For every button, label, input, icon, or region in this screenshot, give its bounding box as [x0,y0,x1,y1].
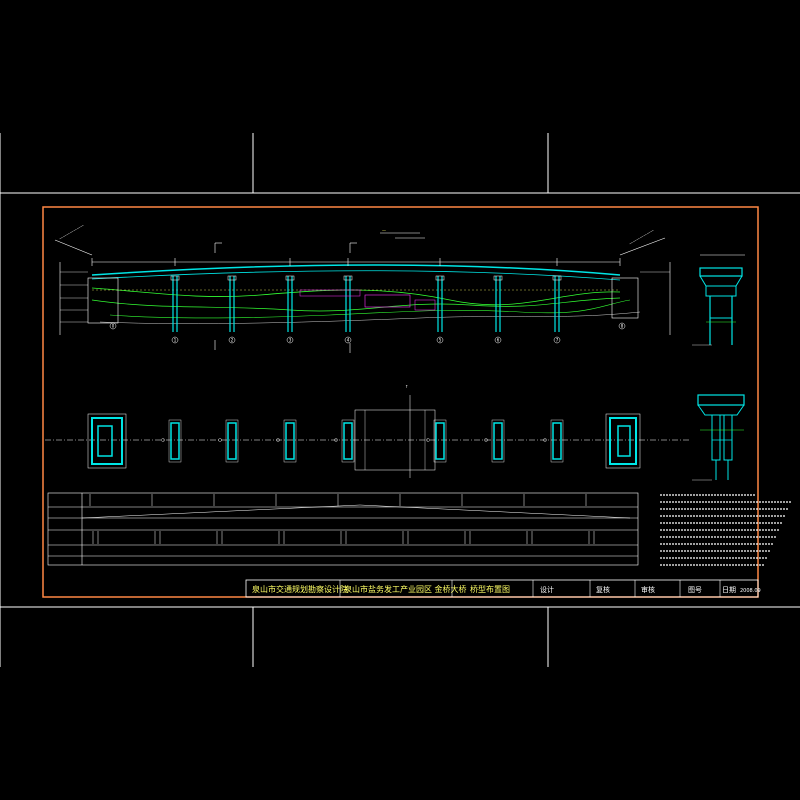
pier-number-label: 1 [174,337,177,342]
plan-pier-outline [433,419,447,463]
plan-marker [426,438,430,442]
midspan-box [364,294,411,308]
elevation-annotation: — [382,228,386,233]
pier-marker-circle [436,336,444,344]
title-block-drawing-no: 图号 [688,586,702,594]
left-abutment-slope [54,239,93,256]
plan-marker [276,438,280,442]
right-abutment-slope [619,237,666,256]
title-block-date-label: 日期 [722,586,736,594]
left-abutment [87,277,119,324]
title-block-approve: 审核 [641,585,655,594]
plan-left-abutment [87,413,127,469]
pier-number-label: 3 [289,337,292,342]
deck-top-line [91,264,621,276]
pier-number-label: 4 [347,337,350,342]
plan-marker [543,438,547,442]
pier-cap [227,275,237,281]
title-block-design: 设计 [540,585,554,594]
svg-text:———————: ——————— [58,223,85,241]
section-markers [214,242,357,353]
plan-north-label: ↑ [405,384,408,389]
pier-marker-circle [228,336,236,344]
pier-marker-circle [344,336,352,344]
pier-marker-circle [553,336,561,344]
pier-number-label: 2 [231,337,234,342]
plan-pier-outline [283,419,297,463]
pier-number-label: 5 [439,337,442,342]
cross-section-2 [692,394,745,481]
plan-pier-outline [491,419,505,463]
elevation-piers [170,275,562,332]
plan-piers [161,419,564,463]
plan-pier-outline [168,419,182,463]
plan-marker [484,438,488,442]
pier-marker-circle [286,336,294,344]
plan-right-abutment [605,413,641,469]
pier-number-markers: 0 1 2 3 4 5 6 7 8 [109,322,626,344]
ground-line-3 [109,299,631,319]
table-ticks [89,494,595,544]
pier-cap [170,275,180,281]
title-block-date-value: 2008.09 [740,588,761,594]
plan-pier-outline [550,419,564,463]
pier-number-label: 0 [112,323,115,328]
plan-pier-outline [341,419,355,463]
pier-number-label: 7 [556,337,559,342]
deck-bottom-line [91,270,621,281]
plan-pier [285,422,295,460]
pier-cap [435,275,445,281]
cross-section-1 [692,254,745,346]
pier-marker-circle [109,322,117,330]
pier-number-label: 8 [621,323,624,328]
plan-pier [435,422,445,460]
plan-pier [170,422,180,460]
plan-marker [218,438,222,442]
plan-pier [343,422,353,460]
plan-marker [334,438,338,442]
plan-pier [493,422,503,460]
geology-line [99,311,641,324]
notes-block [660,494,792,566]
right-abutment [611,277,639,319]
ground-line-1 [91,287,621,306]
title-block-company: 泉山市交通规划勘察设计院 [252,584,348,594]
plan-pier [227,422,237,460]
pier-cap [343,275,353,281]
ground-line-2 [91,297,621,312]
pier-number-label: 6 [497,337,500,342]
plan-midspan-box [354,409,436,471]
pier-marker-circle [494,336,502,344]
pier-marker-circle [618,322,626,330]
plan-marker [161,438,165,442]
pier-cap [552,275,562,281]
pier-marker-circle [171,336,179,344]
title-block-review: 复核 [596,585,610,594]
frame-lines [0,133,800,667]
plan-view: ↑ [45,384,690,478]
pier-cap [285,275,295,281]
plan-pier [552,422,562,460]
title-block-project: 泉山市盐务发工产业园区 金桥大桥 [344,584,467,594]
profile-data-table [47,492,639,566]
title-block: 泉山市交通规划勘察设计院 泉山市盐务发工产业园区 金桥大桥 桥型布置图 设计 复… [245,579,761,598]
pier-cap [493,275,503,281]
plan-pier-outline [225,419,239,463]
title-block-drawing-title: 桥型布置图 [470,584,510,594]
